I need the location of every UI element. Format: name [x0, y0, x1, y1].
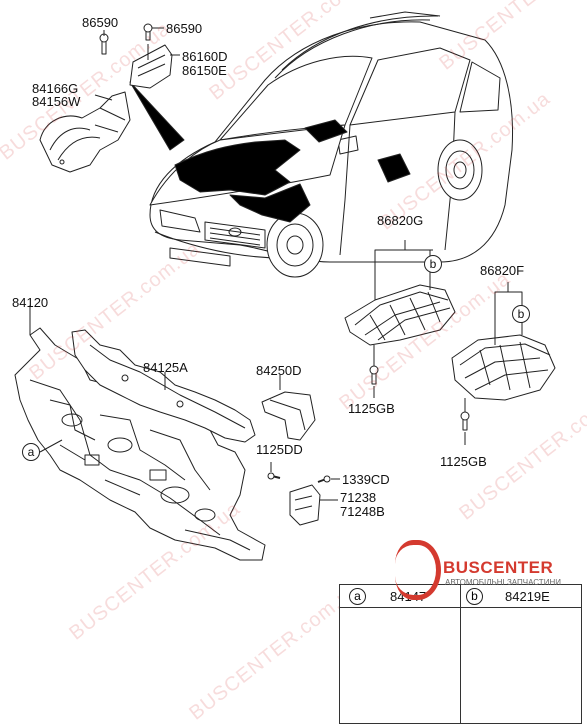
legend-part-b: 84219E: [505, 589, 550, 604]
brand-name: BUSCENTER: [443, 558, 554, 577]
bracket-84250d-drawing: [261, 391, 316, 441]
brand-logo-mark-icon: [395, 540, 441, 600]
screw-1339cd: [317, 475, 331, 483]
label-insulator-lower: 84156W: [32, 94, 81, 109]
dash-panel-drawing: [14, 327, 266, 561]
label-screw-cd: 1339CD: [342, 472, 390, 487]
label-bolt-gb-right: 1125GB: [440, 454, 487, 469]
legend-key-b: b: [466, 588, 483, 605]
label-bolt-right: 86590: [166, 21, 203, 36]
dash-pad-drawing: [71, 329, 256, 443]
label-bolt-left: 86590: [82, 15, 119, 30]
callout-a: a: [22, 443, 40, 461]
label-dash-panel: 84120: [12, 295, 49, 310]
brand-logo: BUSCENTER АВТОМОБІЛЬНІ ЗАПЧАСТИНИ: [395, 540, 585, 602]
callout-b-right: b: [512, 305, 530, 323]
wheelhouse-insulator-drawing: [39, 91, 131, 173]
legend-table: a 84147 b 84219E: [339, 584, 582, 724]
under-cover-86820g-drawing: [344, 284, 456, 346]
engine-cover-drawing: [129, 44, 173, 89]
under-cover-86820f-drawing: [451, 334, 556, 401]
legend-key-a: a: [349, 588, 366, 605]
screw-1125dd: [267, 472, 281, 480]
bolt-gb-right: [460, 411, 470, 431]
callout-b-left: b: [424, 255, 442, 273]
label-part-71238: 71238: [340, 490, 377, 505]
bolt-gb-left: [369, 365, 379, 385]
car-illustration: [129, 11, 513, 278]
label-cover-lower: 86150E: [182, 63, 227, 78]
label-cover-upper: 86160D: [182, 49, 228, 64]
label-dash-pad: 84125A: [143, 360, 188, 375]
label-bolt-gb-left: 1125GB: [348, 401, 395, 416]
label-insulator-upper: 84166G: [32, 81, 79, 96]
label-under-cover-g: 86820G: [377, 213, 424, 228]
legend-divider: [460, 585, 461, 723]
label-part-71248b: 71248B: [340, 504, 385, 519]
bracket-71238-drawing: [289, 484, 321, 526]
label-screw-dd: 1125DD: [256, 442, 303, 457]
brand-tagline: АВТОМОБІЛЬНІ ЗАПЧАСТИНИ: [445, 578, 561, 587]
label-bracket: 84250D: [256, 363, 302, 378]
label-under-cover-f: 86820F: [480, 263, 525, 278]
